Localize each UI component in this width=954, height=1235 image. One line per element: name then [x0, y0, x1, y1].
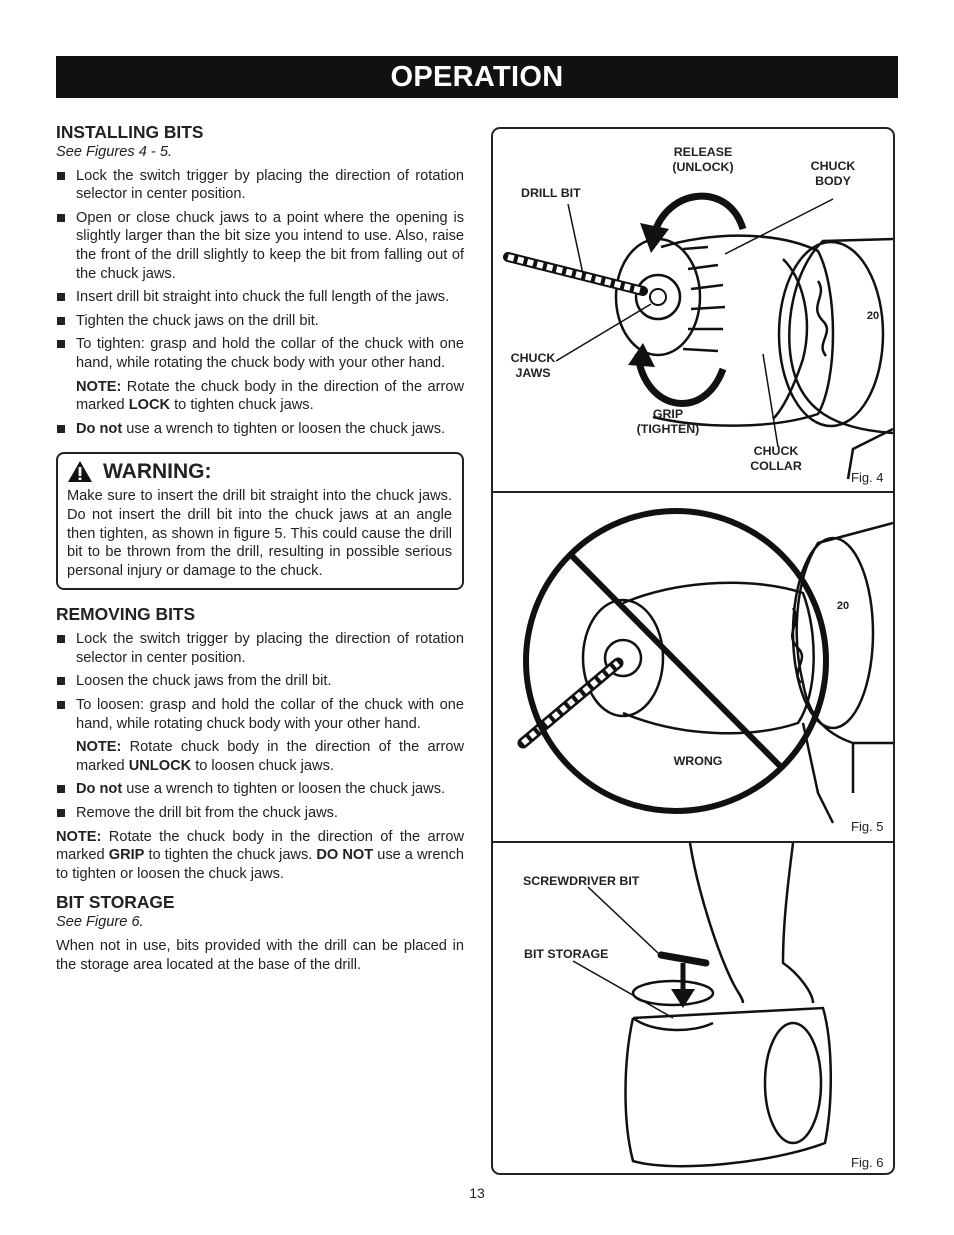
label-line: JAWS	[515, 366, 551, 380]
removing-heading: REMOVING BITS	[56, 604, 196, 625]
note-text: Rotate the chuck body in the direction o…	[76, 378, 464, 414]
label-line: BODY	[815, 174, 851, 188]
label-bit-storage: BIT STORAGE	[524, 947, 609, 961]
note-label: NOTE:	[76, 739, 122, 756]
label-line: (TIGHTEN)	[636, 422, 700, 436]
figure-4-caption: Fig. 4	[851, 470, 884, 485]
label-wrong: WRONG	[673, 754, 723, 768]
figure-5-wrong-insertion-illustration	[517, 508, 893, 824]
note-bold: LOCK	[128, 397, 171, 414]
warning-text: Make sure to insert the drill bit straig…	[67, 488, 452, 579]
bold-text: Do not	[76, 781, 123, 798]
note-label: NOTE:	[76, 378, 122, 395]
label-release: RELEASE(UNLOCK)	[663, 145, 743, 175]
note-text: use a wrench to tighten or loosen the ch…	[56, 847, 465, 882]
warning-header: WARNING:	[67, 460, 452, 483]
note-text: to loosen chuck jaws.	[191, 757, 334, 774]
storage-heading: BIT STORAGE	[56, 892, 175, 913]
figure-6-caption: Fig. 6	[851, 1155, 884, 1170]
figure-divider	[493, 841, 893, 843]
item-text: use a wrench to tighten or loosen the ch…	[122, 420, 446, 437]
removing-list: Lock the switch trigger by placing the d…	[56, 630, 464, 733]
label-grip: GRIP(TIGHTEN)	[628, 407, 708, 437]
bold-text: Do not	[76, 420, 123, 437]
figure-4-drill-chuck-illustration	[503, 192, 893, 480]
label-line: COLLAR	[750, 459, 802, 473]
label-line: CHUCK	[810, 159, 856, 173]
text-column: INSTALLING BITS See Figures 4 - 5. Lock …	[56, 122, 464, 979]
figure-divider	[493, 491, 893, 493]
label-line: RELEASE	[673, 145, 733, 159]
removing-note: NOTE: Rotate chuck body in the direction…	[56, 738, 464, 775]
note-text: Rotate the chuck body in the direction o…	[56, 828, 464, 864]
list-item: Lock the switch trigger by placing the d…	[56, 167, 464, 204]
label-screwdriver-bit: SCREWDRIVER BIT	[523, 874, 640, 888]
list-item: Tighten the chuck jaws on the drill bit.	[56, 312, 464, 331]
list-item: Lock the switch trigger by placing the d…	[56, 630, 464, 667]
list-item: Do not use a wrench to tighten or loosen…	[56, 780, 464, 799]
dial-number: 20	[866, 310, 880, 322]
figure-5-caption: Fig. 5	[851, 819, 884, 834]
list-item: Loosen the chuck jaws from the drill bit…	[56, 672, 464, 691]
label-line: CHUCK	[753, 444, 799, 458]
note-bold: DO NOT	[316, 847, 374, 864]
note-label: NOTE:	[56, 828, 102, 845]
list-item: To tighten: grasp and hold the collar of…	[56, 335, 464, 372]
note-text: to tighten the chuck jaws.	[144, 847, 317, 864]
installing-list-end: Do not use a wrench to tighten or loosen…	[56, 420, 464, 439]
list-item: Remove the drill bit from the chuck jaws…	[56, 804, 464, 823]
section-banner: OPERATION	[56, 56, 898, 98]
note-bold: GRIP	[108, 847, 145, 864]
page-number: 13	[469, 1185, 485, 1201]
note-text: to tighten chuck jaws.	[170, 397, 314, 414]
dial-number: 20	[836, 600, 850, 612]
installing-list: Lock the switch trigger by placing the d…	[56, 167, 464, 373]
warning-box: WARNING: Make sure to insert the drill b…	[56, 452, 464, 591]
list-item: Do not use a wrench to tighten or loosen…	[56, 420, 464, 439]
figure-6-bit-storage-illustration	[572, 843, 832, 1168]
label-line: CHUCK	[510, 351, 556, 365]
note-text: Rotate chuck body in the direction of th…	[76, 739, 464, 774]
storage-text: When not in use, bits provided with the …	[56, 938, 464, 973]
removing-list-end: Do not use a wrench to tighten or loosen…	[56, 780, 464, 822]
installing-see-figures: See Figures 4 - 5.	[56, 144, 172, 160]
label-line: (UNLOCK)	[672, 160, 734, 174]
storage-see-figure: See Figure 6.	[56, 914, 144, 931]
label-line: GRIP	[652, 407, 684, 421]
item-text: use a wrench to tighten or loosen the ch…	[122, 781, 446, 798]
warning-title: WARNING:	[103, 459, 212, 483]
removing-final-note: NOTE: Rotate the chuck body in the direc…	[56, 828, 464, 884]
label-drill-bit: DRILL BIT	[521, 186, 581, 200]
warning-triangle-icon	[68, 461, 92, 483]
installing-heading: INSTALLING BITS	[56, 122, 204, 142]
note-bold: UNLOCK	[128, 757, 192, 774]
list-item: Insert drill bit straight into chuck the…	[56, 288, 464, 307]
list-item: To loosen: grasp and hold the collar of …	[56, 696, 464, 733]
installing-note: NOTE: Rotate the chuck body in the direc…	[56, 378, 464, 415]
list-item: Open or close chuck jaws to a point wher…	[56, 209, 464, 283]
